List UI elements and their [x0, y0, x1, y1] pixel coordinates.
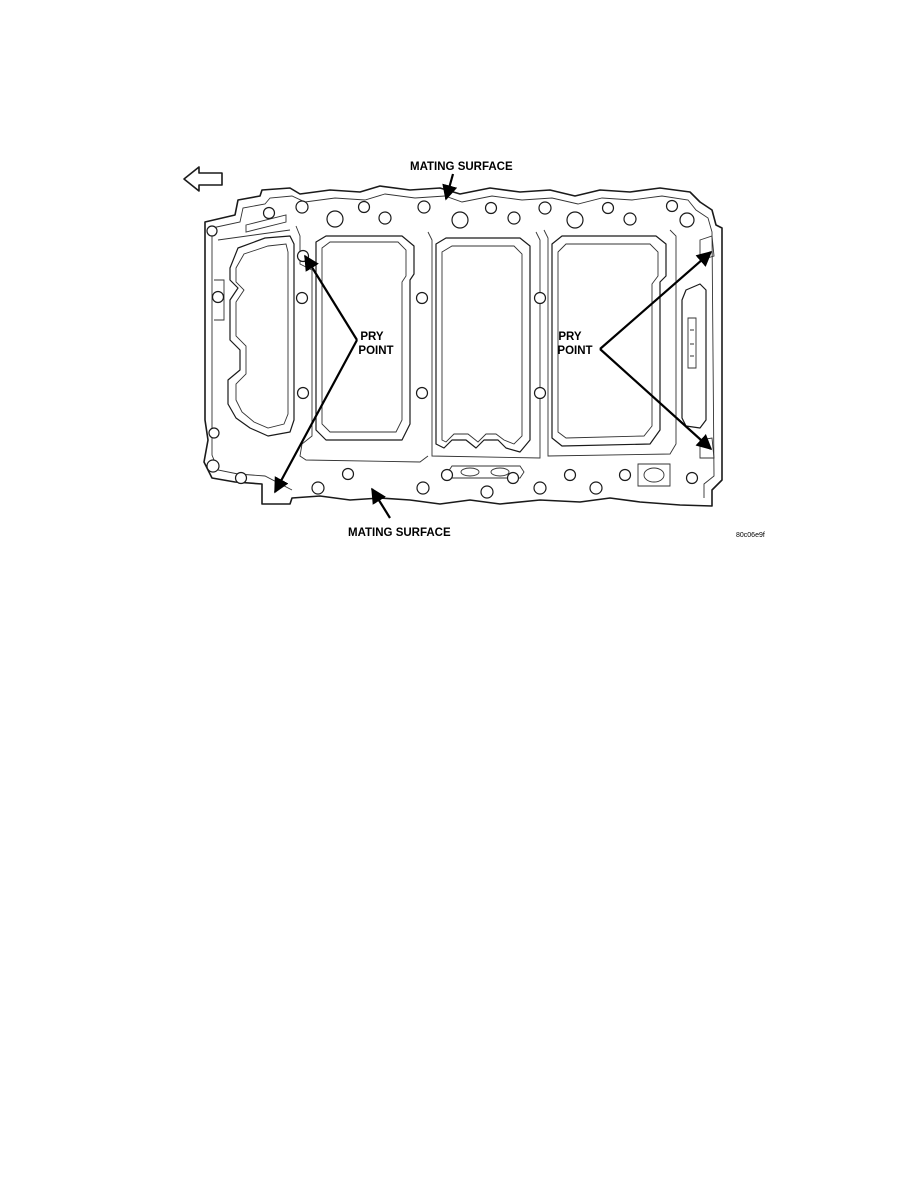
bedplate-outline [203, 185, 723, 507]
label-pry-point-left-line1: PRY [360, 331, 384, 343]
label-pry-point-right-line1: PRY [558, 331, 582, 343]
leader-lines [274, 173, 713, 519]
figure-code: 80c06e9f [736, 532, 765, 539]
label-pry-point-right-line2: POINT [557, 345, 592, 357]
bay-2 [427, 231, 541, 459]
label-mating-surface-top: MATING SURFACE [410, 161, 513, 173]
bay-3 [543, 229, 677, 457]
label-mating-surface-bottom: MATING SURFACE [348, 527, 451, 539]
bay-right [447, 235, 715, 487]
bay-1 [295, 225, 429, 463]
bay-left [214, 214, 295, 437]
bolt-holes [206, 199, 699, 499]
label-pry-point-left-line2: POINT [358, 345, 393, 357]
left-arrow-icon [183, 166, 223, 192]
